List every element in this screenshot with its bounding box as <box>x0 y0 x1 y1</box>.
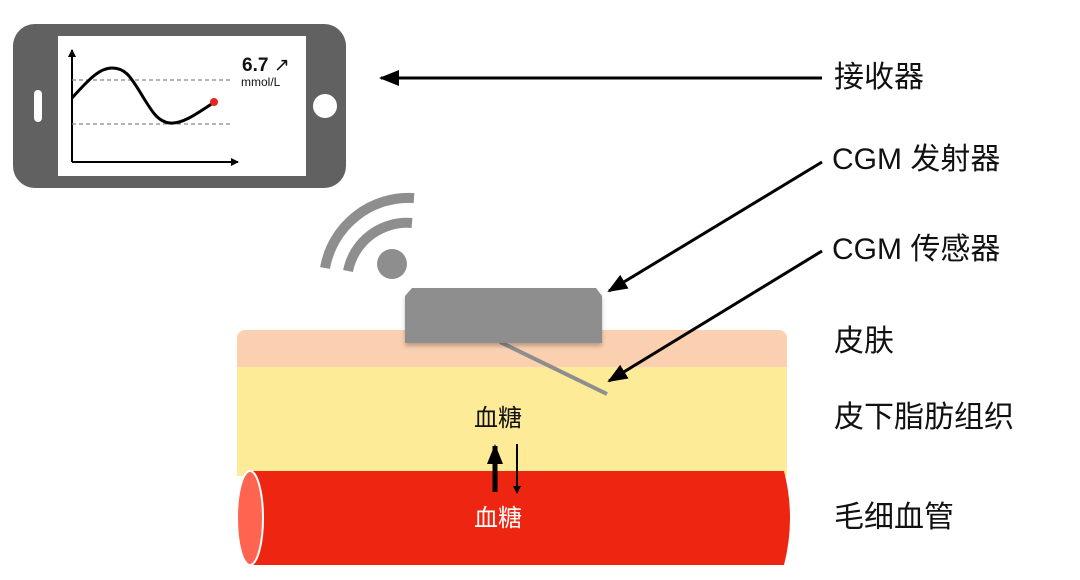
interstitial-glucose-label: 血糖 <box>474 405 522 432</box>
tissue-cross-section <box>236 330 790 566</box>
blood-glucose-label: 血糖 <box>474 505 522 532</box>
fat-layer <box>237 366 787 476</box>
glucose-value: 6.7 <box>242 55 269 76</box>
trend-arrow-icon: ↗ <box>273 55 290 76</box>
glucose-curve <box>70 66 214 125</box>
transmitter-callout-arrow <box>607 160 823 293</box>
glucose-reading: 6.7 ↗ <box>242 56 290 75</box>
speaker-slot-icon <box>34 90 42 122</box>
wireless-signal-icon <box>320 192 415 279</box>
capillary-opening <box>236 470 264 566</box>
label-sensor: CGM 传感器 <box>832 233 1001 266</box>
sensor-callout-arrow <box>607 249 823 383</box>
transmitter-body <box>405 288 602 343</box>
label-skin: 皮肤 <box>834 325 894 358</box>
glucose-unit: mmol/L <box>241 75 281 89</box>
current-reading-dot <box>210 98 218 106</box>
label-receiver: 接收器 <box>834 61 924 94</box>
home-button-icon <box>313 94 337 118</box>
receiver-phone <box>13 24 346 188</box>
sensor-filament <box>499 340 608 396</box>
capillary-vessel <box>250 471 790 565</box>
label-fat: 皮下脂肪组织 <box>834 401 1014 434</box>
label-transmitter: CGM 发射器 <box>832 143 1001 176</box>
label-capillary: 毛细血管 <box>834 501 954 534</box>
